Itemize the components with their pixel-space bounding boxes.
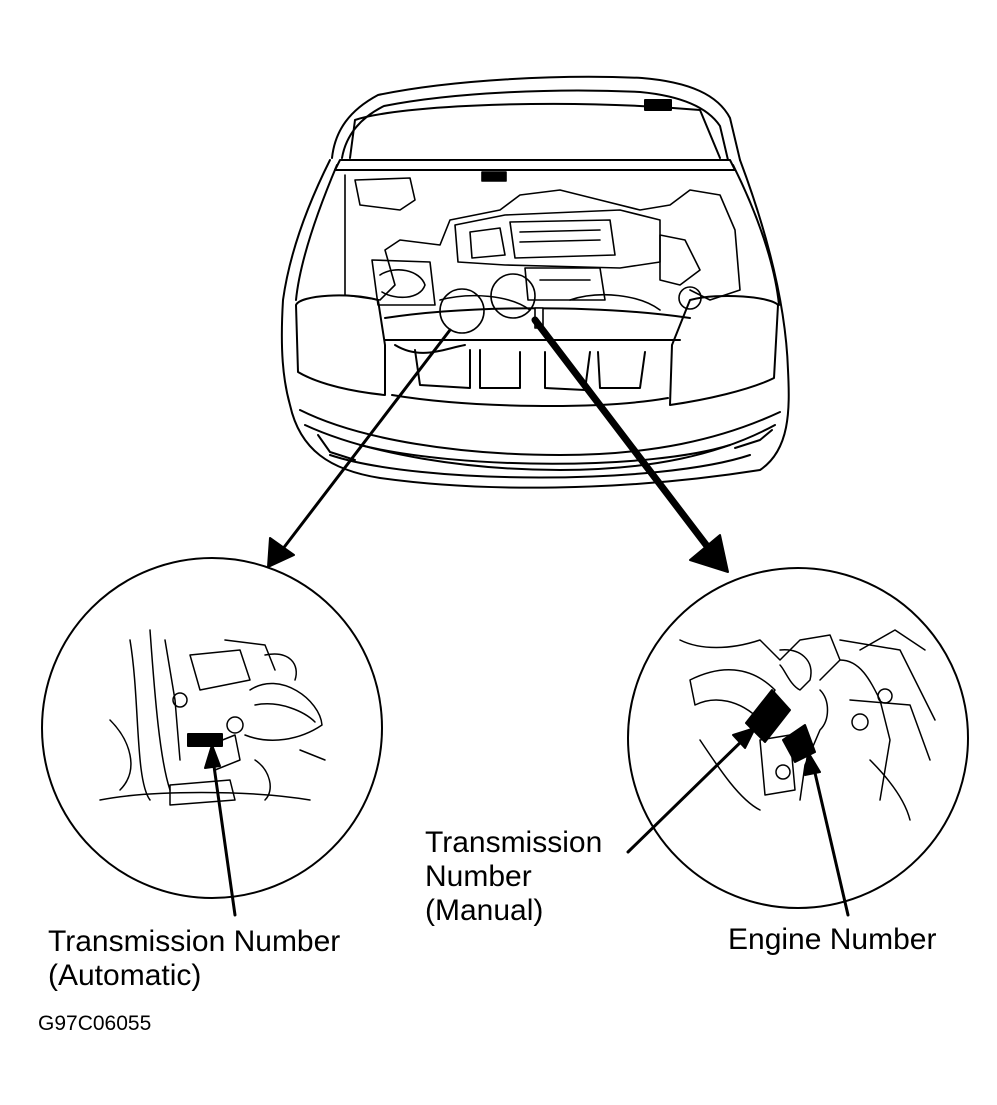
automatic-transmission-number-plate <box>187 733 223 747</box>
leader-line-manual <box>626 733 750 854</box>
transmission-automatic-line1: Transmission Number <box>48 925 341 958</box>
figure-code: G97C06055 <box>38 1012 152 1035</box>
headlight-right <box>669 295 779 406</box>
transmission-manual-line3: (Manual) <box>425 894 544 927</box>
manual-transmission-engine-detail <box>626 567 969 917</box>
callout-circle-automatic <box>439 288 485 334</box>
manual-transmission-number-plate <box>745 689 791 743</box>
bumper <box>299 409 781 456</box>
transmission-number-automatic-label: Transmission Number(Automatic) <box>48 925 340 993</box>
arrow-to-automatic-detail <box>267 328 452 568</box>
headlight-left <box>295 294 386 396</box>
engine-bay <box>344 171 741 334</box>
leader-line-automatic <box>210 750 237 917</box>
callout-circle-manual <box>490 273 536 319</box>
transmission-automatic-line2: (Automatic) <box>48 959 202 992</box>
arrow-to-manual-detail <box>531 316 729 573</box>
hood <box>331 75 741 171</box>
bay-label-plate <box>481 171 507 182</box>
automatic-transmission-detail <box>41 557 383 917</box>
transmission-manual-line1: Transmission <box>425 826 603 859</box>
hood-label-plate <box>644 99 672 111</box>
car-front-illustration <box>267 75 790 573</box>
leader-line-engine <box>810 758 850 917</box>
engine-number-label: Engine Number <box>728 923 937 956</box>
transmission-manual-line2: Number <box>425 860 532 893</box>
